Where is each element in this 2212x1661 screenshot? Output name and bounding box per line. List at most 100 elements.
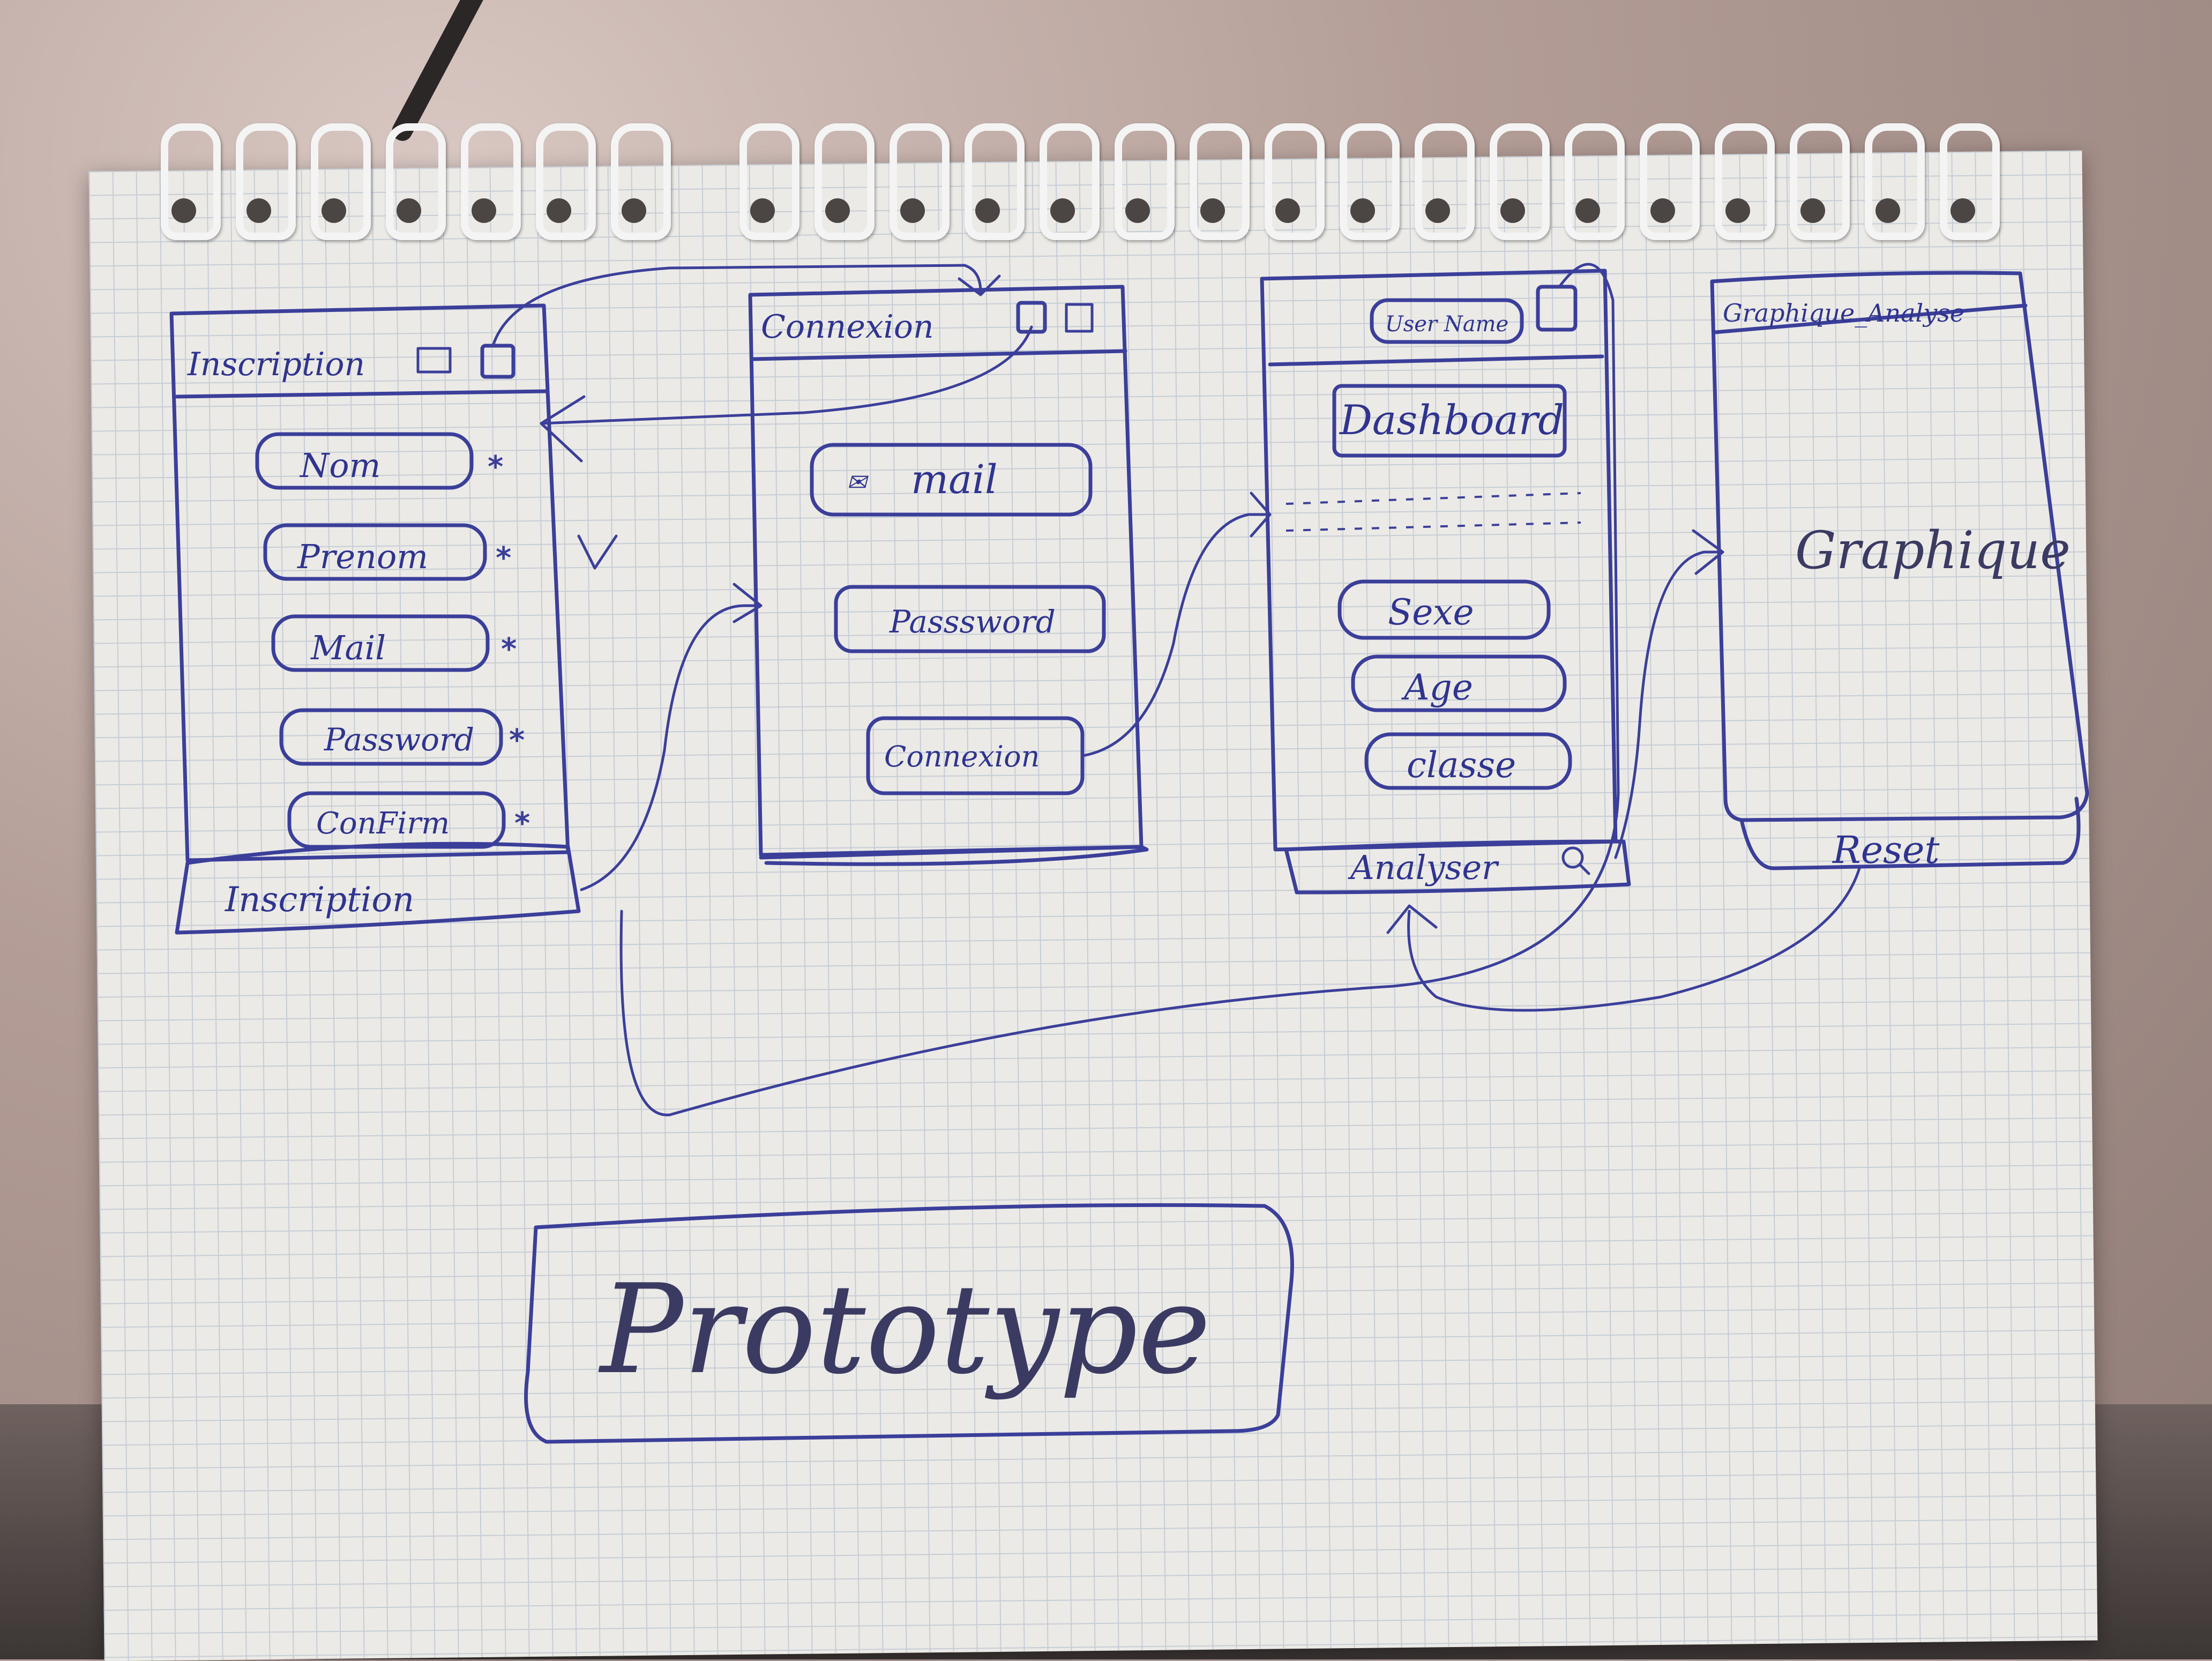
- user-name-pill[interactable]: [1370, 298, 1524, 344]
- inscription-header-divider: [175, 389, 549, 399]
- reset-button[interactable]: [1739, 796, 2081, 870]
- punch-hole: [547, 198, 571, 223]
- minimize-icon[interactable]: [1065, 303, 1094, 333]
- password-field[interactable]: [279, 708, 503, 766]
- dashboard-label: Dashboard: [1339, 396, 1564, 444]
- arrow-head: [958, 274, 1001, 296]
- spiral-ring: [1940, 123, 2000, 240]
- dashboard-screen: User Name Dashboard Sexe Age classe Anal…: [1260, 269, 1631, 895]
- flow-arrows: [491, 263, 1861, 1116]
- spiral-ring: [1715, 123, 1775, 240]
- flow-arrow: [540, 325, 1033, 425]
- spiral-ring: [1490, 123, 1550, 240]
- flow-arrow: [491, 264, 982, 347]
- required-mark: *: [501, 632, 517, 667]
- prenom-field-label: Prenom: [297, 537, 428, 576]
- spiral-ring: [814, 123, 875, 240]
- spiral-ring: [1115, 123, 1175, 240]
- punch-hole: [1650, 198, 1675, 223]
- flow-arrow: [619, 263, 1620, 1116]
- required-mark: *: [509, 723, 525, 758]
- spiral-ring: [311, 123, 371, 240]
- caption-box: Prototype: [524, 1203, 1294, 1444]
- separator-line: [1286, 522, 1581, 532]
- caption-text: Prototype: [598, 1258, 1211, 1402]
- connexion-title: Connexion: [761, 308, 934, 346]
- inscription-title: Inscription: [187, 346, 365, 383]
- graphique-header-divider: [1713, 303, 2028, 334]
- arrow-head: [577, 534, 618, 570]
- profile-icon[interactable]: [1536, 285, 1578, 332]
- close-icon[interactable]: [1016, 301, 1047, 334]
- graphique-title: Graphique_Analyse: [1723, 299, 1964, 327]
- punch-hole: [397, 198, 421, 223]
- punch-hole: [1875, 198, 1900, 223]
- confirm-field-label: ConFirm: [316, 806, 450, 841]
- punch-hole: [1725, 198, 1750, 223]
- password-input[interactable]: [834, 585, 1106, 653]
- punch-hole: [975, 198, 1000, 223]
- spiral-ring: [890, 123, 950, 240]
- spiral-ring: [965, 123, 1025, 240]
- spiral-ring: [161, 123, 221, 240]
- dashboard-header-divider: [1268, 354, 1604, 367]
- punch-hole: [1800, 198, 1825, 223]
- inscription-frame: [169, 303, 570, 862]
- dashboard-panel[interactable]: [1332, 384, 1567, 458]
- mail-input-label: mail: [911, 457, 998, 503]
- punch-hole: [1275, 198, 1300, 223]
- arrow-head: [1250, 491, 1272, 538]
- flow-arrow: [580, 604, 763, 891]
- punch-hole: [1125, 198, 1150, 223]
- spiral-ring: [236, 123, 296, 240]
- arrow-head: [733, 583, 763, 623]
- arrow-head: [1386, 904, 1438, 934]
- connexion-button-label: Connexion: [884, 740, 1040, 773]
- prenom-field[interactable]: [263, 523, 487, 581]
- separator-line: [1286, 492, 1581, 505]
- inscription-button-label: Inscription: [225, 880, 414, 920]
- spiral-ring: [1640, 123, 1700, 240]
- punch-hole: [1951, 198, 1975, 223]
- connexion-screen: Connexion ✉ mail Passsword Connexion: [748, 285, 1149, 866]
- spiral-ring: [1040, 123, 1100, 240]
- confirm-field[interactable]: [287, 791, 506, 849]
- mail-field[interactable]: [271, 614, 490, 672]
- spiral-ring: [739, 123, 799, 240]
- punch-hole: [1200, 198, 1225, 223]
- spiral-ring: [1415, 123, 1475, 240]
- graphique-frame: [1710, 271, 2089, 822]
- spiral-ring: [536, 123, 596, 240]
- spiral-ring: [1565, 123, 1625, 240]
- classe-filter[interactable]: [1364, 732, 1572, 790]
- nom-field[interactable]: [255, 432, 474, 490]
- required-mark: *: [496, 541, 511, 576]
- punch-hole: [825, 198, 850, 223]
- punch-hole: [900, 198, 925, 223]
- spiral-ring: [1865, 123, 1925, 240]
- inscription-button[interactable]: [175, 841, 581, 935]
- mail-field-label: Mail: [310, 628, 386, 667]
- required-mark: *: [488, 450, 503, 485]
- password-input-label: Passsword: [889, 604, 1056, 640]
- analyser-button[interactable]: [1284, 839, 1631, 895]
- spiral-ring: [1265, 123, 1325, 240]
- graphique-placeholder: Graphique: [1795, 520, 2071, 580]
- inscription-screen: Inscription Nom * Prenom * Mail * Passwo…: [169, 303, 581, 935]
- search-icon-handle: [1578, 863, 1590, 875]
- punch-hole: [171, 198, 196, 223]
- spiral-ring: [1190, 123, 1250, 240]
- sexe-filter[interactable]: [1337, 579, 1551, 640]
- spiral-ring: [1340, 123, 1400, 240]
- punch-hole: [322, 198, 346, 223]
- user-name-label: User Name: [1385, 312, 1508, 337]
- mail-input[interactable]: [810, 443, 1093, 517]
- connexion-footer: [759, 845, 1149, 866]
- minimize-icon[interactable]: [416, 347, 452, 374]
- flow-arrow: [1407, 867, 1861, 1012]
- close-icon[interactable]: [480, 344, 515, 379]
- punch-hole: [1500, 198, 1525, 223]
- age-filter[interactable]: [1351, 654, 1567, 712]
- password-field-label: Password: [324, 721, 474, 758]
